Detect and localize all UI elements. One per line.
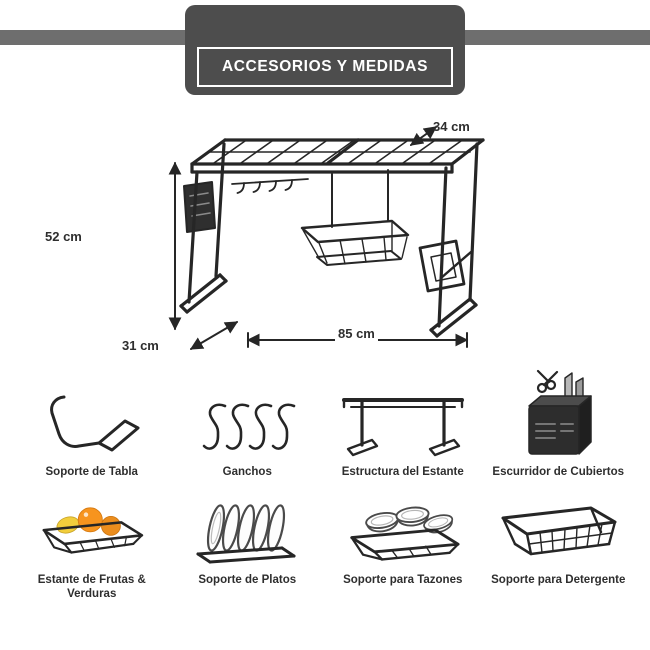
accessories-row-2: Estante de Frutas & Verduras [18, 492, 632, 602]
title-banner: ACCESORIOS Y MEDIDAS [185, 5, 465, 95]
dimension-height-label: 52 cm [45, 229, 82, 244]
accessory-label: Estante de Frutas & Verduras [37, 574, 146, 601]
fruit-basket-icon [28, 492, 156, 568]
accessory-label: Soporte de Tabla [45, 466, 138, 478]
board-holder-icon [39, 368, 144, 460]
accessory-item-hooks: Ganchos [174, 368, 322, 479]
dimension-width-label: 85 cm [335, 326, 378, 341]
hooks-icon [197, 368, 297, 460]
accessory-item-detergent-holder: Soporte para Detergente [485, 492, 633, 602]
bowl-holder-icon [339, 492, 467, 568]
accessory-item-cutlery-drainer: Escurridor de Cubiertos [485, 368, 633, 479]
accessory-label: Soporte de Platos [198, 574, 297, 586]
dish-rack-illustration [168, 126, 485, 350]
frame-icon [338, 368, 468, 460]
cutlery-drainer-icon [515, 368, 601, 460]
accessory-item-fruit-basket: Estante de Frutas & Verduras [18, 492, 166, 602]
accessory-label: Estructura del Estante [341, 466, 464, 478]
detergent-holder-icon [495, 492, 621, 568]
accessory-item-bowl-holder: Soporte para Tazones [329, 492, 477, 602]
accessory-label: Soporte para Tazones [343, 574, 463, 586]
dimension-base-depth-label: 31 cm [122, 338, 159, 353]
accessories-row-1: Soporte de Tabla Ganchos [18, 368, 632, 479]
accessory-label: Escurridor de Cubiertos [492, 466, 625, 478]
dimension-top-depth-label: 34 cm [433, 119, 470, 134]
accessory-item-frame: Estructura del Estante [329, 368, 477, 479]
accessory-label: Ganchos [222, 466, 272, 478]
accessory-item-plate-holder: Soporte de Platos [174, 492, 322, 602]
page-title: ACCESORIOS Y MEDIDAS [221, 58, 429, 75]
plate-holder-icon [188, 492, 306, 568]
title-frame: ACCESORIOS Y MEDIDAS [197, 47, 453, 87]
accessory-label: Soporte para Detergente [491, 574, 626, 586]
accessory-item-board-holder: Soporte de Tabla [18, 368, 166, 479]
